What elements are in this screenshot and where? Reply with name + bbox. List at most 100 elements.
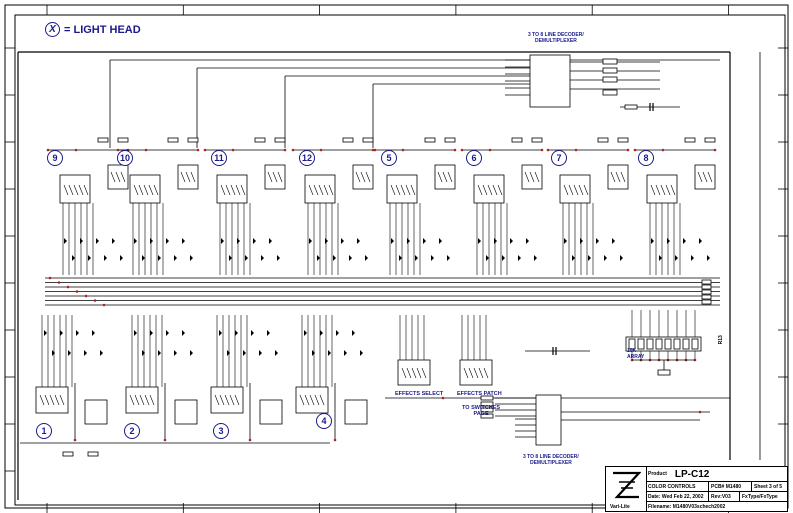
switch-contact <box>39 394 45 406</box>
resistor-array-label: 10K ARRAY <box>627 348 645 360</box>
diode-icon <box>219 330 222 336</box>
net-label <box>531 137 543 143</box>
switch-contact <box>328 184 334 196</box>
diode-icon <box>494 238 497 244</box>
junction-dot <box>75 290 79 293</box>
switch-contact <box>220 184 226 196</box>
diode-icon <box>328 350 331 356</box>
diode-icon <box>667 238 670 244</box>
description: COLOR CONTROLS <box>646 482 709 491</box>
junction-dot <box>460 148 464 152</box>
top-decoder-chip <box>529 54 571 108</box>
diode-icon <box>651 238 654 244</box>
resistor <box>691 338 699 350</box>
switch-contact <box>410 184 416 196</box>
revision: Rev:V03 <box>709 492 740 501</box>
net-label <box>362 137 374 143</box>
diode-icon <box>112 238 115 244</box>
switch-contact <box>620 171 626 183</box>
switch-contact <box>267 171 273 183</box>
switch-contact <box>323 184 329 196</box>
diode-icon <box>612 238 615 244</box>
switch-contact <box>568 184 574 196</box>
diode-icon <box>707 255 710 261</box>
diode-icon <box>620 255 623 261</box>
junction-dot <box>546 148 550 152</box>
filename: Filename: M1480V03schech2002 <box>648 503 726 510</box>
switch-contact <box>153 184 159 196</box>
diode-icon <box>245 255 248 261</box>
switch-contact <box>224 394 230 406</box>
switch-contact <box>482 184 488 196</box>
net-label <box>602 76 618 83</box>
sheet-number: Sheet 3 of 5 <box>754 483 783 490</box>
diode-icon <box>415 255 418 261</box>
diode-icon <box>104 255 107 261</box>
switch-contact <box>473 367 479 379</box>
net-label <box>87 451 99 457</box>
diode-icon <box>267 330 270 336</box>
diode-icon <box>360 350 363 356</box>
switch-contact <box>139 394 145 406</box>
net-label <box>701 279 712 285</box>
switch-contact <box>314 394 320 406</box>
diode-icon <box>683 238 686 244</box>
switch-contact <box>299 394 305 406</box>
diode-icon <box>150 238 153 244</box>
net-label <box>480 407 494 413</box>
resistor <box>682 338 690 350</box>
net-label <box>444 137 456 143</box>
junction-dot <box>661 148 665 152</box>
resistor-array-ref: R13 <box>717 335 724 345</box>
switch-contact <box>447 171 453 183</box>
fine-pal-switch <box>259 399 283 425</box>
diode-icon <box>699 238 702 244</box>
diode-icon <box>243 350 246 356</box>
diode-icon <box>60 330 63 336</box>
diode-icon <box>72 255 75 261</box>
junction-dot <box>713 148 717 152</box>
diode-icon <box>344 350 347 356</box>
color-pal-switch <box>559 174 591 204</box>
net-label <box>342 137 354 143</box>
product-label: Product <box>648 471 667 477</box>
switch-contact <box>395 184 401 196</box>
diode-icon <box>510 238 513 244</box>
junction-dot <box>116 148 120 152</box>
diode-icon <box>261 255 264 261</box>
switch-contact <box>83 184 89 196</box>
diode-icon <box>190 255 193 261</box>
diode-icon <box>229 255 232 261</box>
net-label <box>274 137 286 143</box>
switch-contact <box>148 184 154 196</box>
junction-dot <box>248 438 252 442</box>
diode-icon <box>166 330 169 336</box>
diode-icon <box>80 238 83 244</box>
switch-contact <box>534 171 540 183</box>
diode-icon <box>96 238 99 244</box>
switches-page-label: TO SWITCHES PAGE <box>462 405 500 417</box>
switch-contact <box>49 394 55 406</box>
diode-icon <box>150 330 153 336</box>
junction-dot <box>203 148 207 152</box>
switch-contact <box>54 394 60 406</box>
switch-contact <box>442 171 448 183</box>
light-head-marker: 1 <box>36 423 52 439</box>
resistor <box>664 338 672 350</box>
resistor-array-text: ARRAY <box>627 353 645 360</box>
resistor <box>655 338 663 350</box>
switch-contact <box>401 367 407 379</box>
diode-icon <box>158 350 161 356</box>
top-decoder-title: 3 TO 8 LINE DECODER/ DEMULTIPLEXER <box>528 32 584 44</box>
switch-contact <box>120 171 126 183</box>
switch-contact <box>115 171 121 183</box>
diode-icon <box>100 350 103 356</box>
junction-dot <box>319 148 323 152</box>
color-pal-switch <box>473 174 505 204</box>
diode-icon <box>134 238 137 244</box>
diode-icon <box>572 255 575 261</box>
junction-dot <box>488 148 492 152</box>
switch-contact <box>308 184 314 196</box>
net-label <box>704 137 716 143</box>
diode-icon <box>221 238 224 244</box>
